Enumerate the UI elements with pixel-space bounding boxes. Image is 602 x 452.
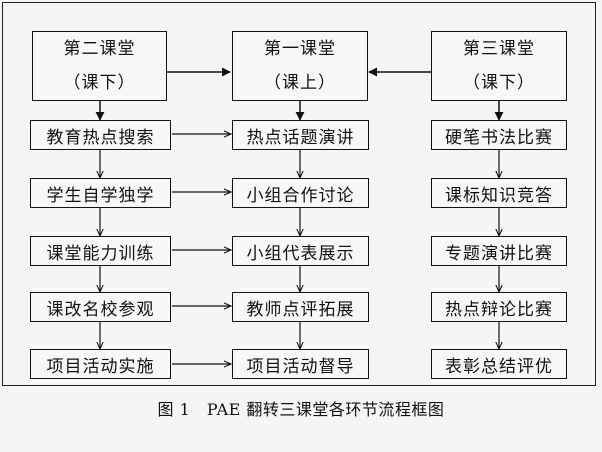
diagram-frame [2,2,596,386]
step-third-3: 专题演讲比赛 [431,236,567,266]
step-first-5: 项目活动督导 [232,349,369,379]
header-third-subtitle: （课下） [463,73,535,93]
step-third-5: 表彰总结评优 [431,349,567,379]
header-first-subtitle: （课上） [264,73,336,93]
step-third-4: 热点辩论比赛 [431,292,567,322]
step-third-1: 硬笔书法比赛 [431,120,567,150]
header-second-subtitle: （课下） [63,73,136,93]
step-first-2: 小组合作讨论 [232,178,369,208]
figure-caption: 图 1 PAE 翻转三课堂各环节流程框图 [157,400,445,419]
header-second-class: 第二课堂 （课下） [32,31,167,101]
step-first-3: 小组代表展示 [232,236,369,266]
header-second-title: 第二课堂 [63,39,136,59]
header-third-class: 第三课堂 （课下） [431,31,567,101]
header-first-class: 第一课堂 （课上） [232,31,368,101]
step-second-2: 学生自学独学 [30,178,171,208]
header-third-title: 第三课堂 [463,39,535,59]
step-first-1: 热点话题演讲 [232,120,369,150]
step-second-3: 课堂能力训练 [30,236,171,266]
step-second-1: 教育热点搜索 [30,120,171,150]
step-third-2: 课标知识竞答 [431,178,567,208]
step-second-5: 项目活动实施 [30,349,171,379]
header-first-title: 第一课堂 [264,39,336,59]
step-first-4: 教师点评拓展 [232,292,369,322]
step-second-4: 课改名校参观 [30,292,171,322]
